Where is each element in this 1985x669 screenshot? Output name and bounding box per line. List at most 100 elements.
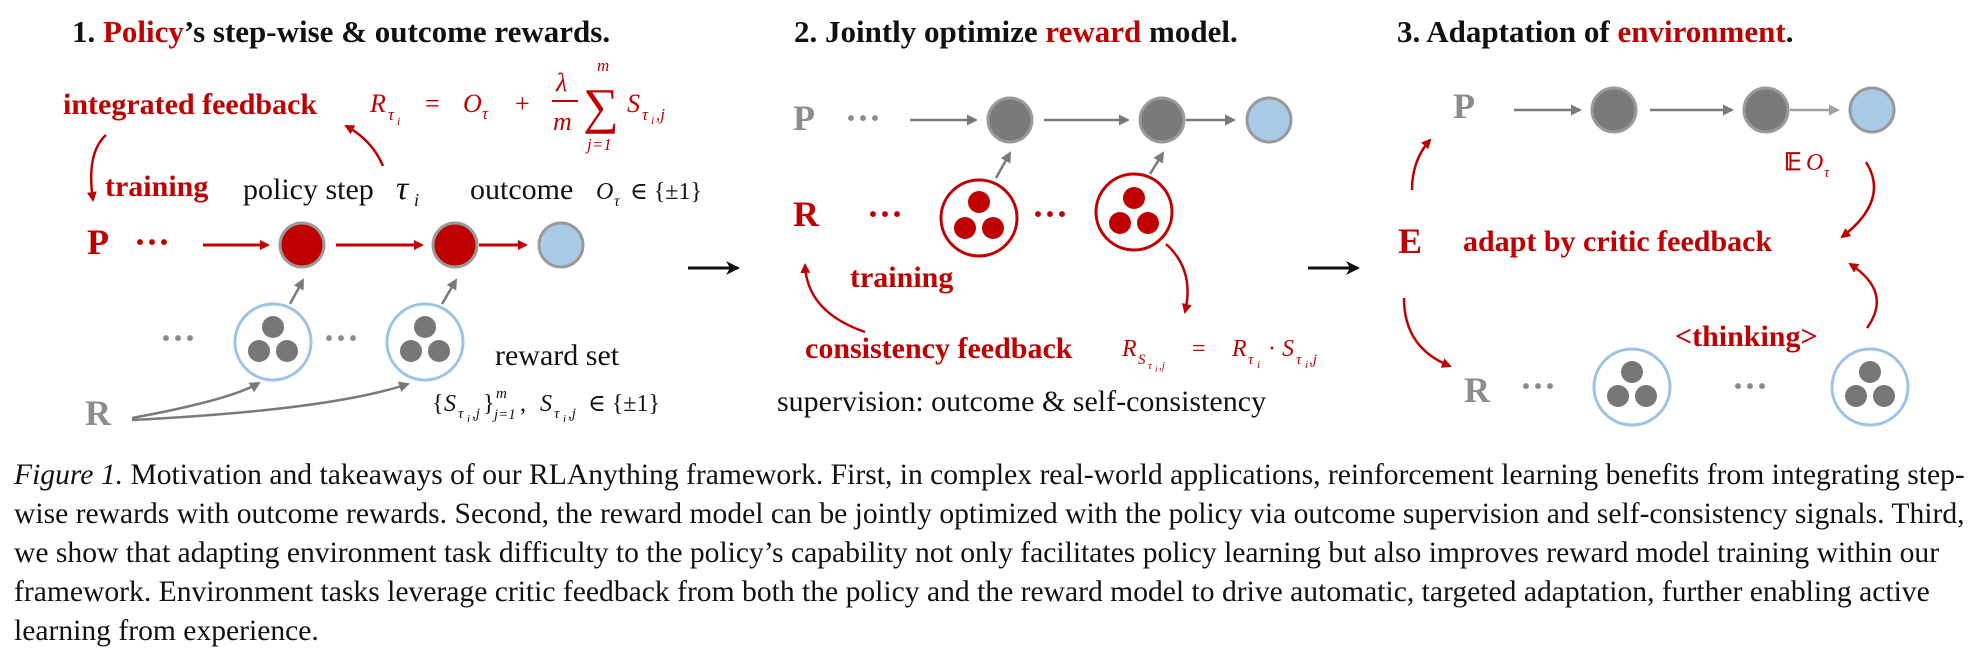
- reward-model-label: R: [1464, 370, 1491, 410]
- svg-text:,j: ,j: [1309, 352, 1317, 368]
- svg-text:S: S: [1282, 336, 1294, 362]
- svg-text:∈ {±1}: ∈ {±1}: [588, 391, 660, 417]
- policy-step-subscript: i: [414, 190, 419, 210]
- policy-step-symbol: τ: [396, 170, 410, 207]
- policy-node-1: [1590, 86, 1638, 134]
- feedback-to-training-arrow: [86, 134, 107, 202]
- reward-row-dots-2: ···: [1032, 194, 1068, 234]
- svg-text:,j: ,j: [472, 406, 480, 422]
- figure-diagram: 1. Policy’s step-wise & outcome rewards.…: [63, 14, 1910, 433]
- environment-label: E: [1398, 221, 1422, 261]
- reward-set-circle-2: [1094, 172, 1174, 252]
- outcome-formula: O τ ∈ {±1}: [596, 179, 702, 210]
- reward-model-label: R: [793, 194, 820, 234]
- thinking-label: <thinking>: [1675, 320, 1818, 353]
- panel-3-title: 3. Adaptation of environment.: [1397, 14, 1793, 49]
- integrated-feedback-label: integrated feedback: [63, 88, 317, 121]
- policy-node-1: [986, 96, 1034, 144]
- panel-3: 3. Adaptation of environment. P 𝔼 O τ E …: [1397, 14, 1910, 427]
- svg-text:O: O: [463, 89, 482, 118]
- svg-text:j=1: j=1: [585, 135, 612, 154]
- reward-to-policy-arrow-1: [994, 151, 1012, 179]
- svg-text:τ: τ: [458, 406, 464, 422]
- reward-set-circle-2: [1830, 347, 1910, 427]
- reward-row-dots-1: ···: [160, 318, 196, 358]
- panel-1: 1. Policy’s step-wise & outcome rewards.…: [63, 14, 702, 433]
- svg-text:m: m: [553, 107, 572, 136]
- svg-text:τ: τ: [614, 193, 621, 210]
- outcome-node: [537, 221, 585, 269]
- svg-text:S: S: [540, 391, 552, 417]
- consistency-formula: R S τ i ,j = R τ i · S τ i ,j: [1121, 336, 1317, 374]
- reward-to-step-arrow-1: [288, 278, 305, 305]
- svg-text:,j: ,j: [1159, 360, 1165, 372]
- reward-row-dots-1: ···: [867, 194, 903, 234]
- svg-text:·: ·: [1268, 336, 1276, 362]
- policy-node-2: [1742, 86, 1790, 134]
- svg-text:+: +: [515, 89, 530, 118]
- svg-text:τ: τ: [482, 104, 489, 123]
- reward-set-circle-2: [385, 302, 465, 382]
- feedback-to-reward-arrow: [344, 124, 385, 167]
- svg-text:i: i: [467, 413, 470, 425]
- svg-text:}: }: [483, 391, 495, 417]
- panel-2: 2. Jointly optimize reward model. P ··· …: [777, 14, 1317, 418]
- svg-text:O: O: [596, 179, 613, 205]
- reward-set-label: reward set: [495, 339, 620, 372]
- policy-step-node-1: [278, 221, 326, 269]
- reward-set-formula: { S τ i ,j } m j=1 , S τ i ,j ∈ {±1}: [432, 386, 660, 425]
- svg-text:,j: ,j: [656, 105, 665, 124]
- svg-text:m: m: [597, 56, 609, 75]
- policy-label: P: [1453, 86, 1475, 126]
- svg-text:i: i: [1305, 359, 1308, 371]
- reward-set-circle-1: [939, 178, 1019, 258]
- svg-text:{: {: [432, 391, 444, 417]
- svg-text:i: i: [1257, 359, 1260, 371]
- reward-set-circle-1: [233, 302, 313, 382]
- svg-text:=: =: [425, 89, 440, 118]
- reward-to-step-arrow-2: [440, 278, 458, 305]
- expected-outcome-formula: 𝔼 O τ: [1784, 150, 1830, 181]
- svg-text:∑: ∑: [583, 78, 619, 134]
- svg-text:λ: λ: [555, 68, 567, 97]
- integrated-reward-formula: R τ i = O τ + λ m m ∑ j=1 S τ i ,j: [369, 56, 665, 154]
- svg-text:i: i: [651, 113, 654, 127]
- svg-text:S: S: [627, 89, 640, 118]
- consistency-to-reward-arrow: [800, 263, 866, 334]
- policy-dots: ···: [134, 222, 170, 262]
- reward-model-label: R: [85, 393, 112, 433]
- adapt-label: adapt by critic feedback: [1463, 225, 1772, 258]
- reward-to-set-arrow-1: [131, 381, 261, 420]
- outcome-node: [1245, 96, 1293, 144]
- svg-text:,j: ,j: [568, 406, 576, 422]
- policy-node-2: [1138, 96, 1186, 144]
- svg-text:i: i: [1155, 364, 1158, 374]
- outcome-label: outcome: [470, 173, 573, 206]
- panel-1-title: 1. Policy’s step-wise & outcome rewards.: [72, 14, 610, 49]
- policy-step-node-2: [431, 221, 479, 269]
- training-label: training: [850, 261, 953, 294]
- svg-text:R: R: [1231, 336, 1247, 362]
- reward-to-consistency-arrow: [1165, 243, 1192, 314]
- svg-text:,: ,: [520, 391, 526, 417]
- svg-text:O: O: [1806, 150, 1823, 176]
- svg-text:τ: τ: [388, 105, 395, 124]
- panel-2-title: 2. Jointly optimize reward model.: [794, 14, 1238, 49]
- env-to-policy-arrow: [1410, 138, 1432, 191]
- svg-text:τ: τ: [1296, 352, 1302, 368]
- svg-text:τ: τ: [1824, 165, 1830, 181]
- svg-text:=: =: [1192, 336, 1206, 362]
- caption-text: Motivation and takeaways of our RLAnythi…: [14, 459, 1965, 647]
- policy-label: P: [793, 98, 815, 138]
- svg-text:S: S: [444, 391, 456, 417]
- thinking-to-adapt-arrow: [1848, 262, 1879, 329]
- outcome-to-adapt-arrow: [1840, 161, 1876, 239]
- outcome-node: [1848, 86, 1896, 134]
- svg-text:i: i: [397, 114, 400, 128]
- caption-label: Figure 1.: [14, 459, 124, 491]
- svg-text:j=1: j=1: [492, 407, 516, 423]
- policy-label: P: [87, 222, 109, 262]
- policy-step-label: policy step: [243, 173, 374, 206]
- reward-row-dots-2: ···: [1732, 366, 1768, 406]
- svg-text:m: m: [496, 386, 507, 402]
